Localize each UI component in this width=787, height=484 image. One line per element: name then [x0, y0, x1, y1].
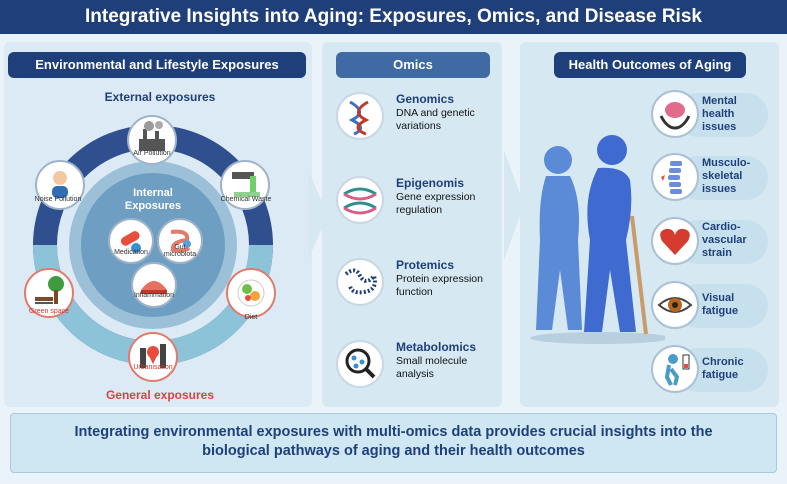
- gut-microbiota-node: [157, 218, 203, 264]
- park-bench-icon: [35, 276, 64, 304]
- outcomes-header: Health Outcomes of Aging: [554, 52, 746, 78]
- musculoskeletal-label: Musculo-skeletal issues: [702, 157, 751, 195]
- arrow-exposures-to-omics: [308, 170, 328, 260]
- epigenomis-title: Epigenomis: [396, 176, 465, 190]
- omics-header: Omics: [336, 52, 490, 78]
- urbanisation-node: [128, 332, 178, 382]
- urbanisation-label: Urbanisation: [133, 364, 173, 371]
- gut-icon: [170, 229, 191, 253]
- diet-node: [226, 268, 276, 318]
- summary-line-2: biological pathways of aging and their h…: [202, 443, 585, 459]
- elderly-couple-silhouette: [530, 135, 665, 344]
- eye-icon: [651, 281, 699, 329]
- protemics-title: Protemics: [396, 258, 455, 272]
- medication-label: Medication: [114, 249, 148, 256]
- chemical-waste-label: Chemical Waste: [220, 196, 272, 203]
- internal-exposures-label: Internal Exposures: [124, 187, 182, 212]
- air-pollution-node: [127, 115, 177, 165]
- cardiovascular-label: Cardio-vascular strain: [702, 221, 747, 259]
- waste-pipe-icon: [232, 172, 260, 197]
- inflammation-label: Inflammation: [133, 292, 175, 299]
- methylated-dna-icon: [336, 176, 384, 224]
- omic-metabolomics: Metabolomics Small molecule analysis: [336, 340, 496, 392]
- green-space-node: [24, 268, 74, 318]
- factory-smoke-icon: [139, 121, 165, 151]
- protein-chain-icon: [336, 258, 384, 306]
- air-pollution-label: Air Pollution: [133, 150, 171, 157]
- diet-label: Diet: [244, 314, 258, 321]
- mental-health-label: Mental health issues: [702, 95, 737, 133]
- summary-line-1: Integrating environmental exposures with…: [74, 424, 713, 440]
- omic-protemics: Protemics Protein expression function: [336, 258, 496, 310]
- molecule-magnifier-icon: [336, 340, 384, 388]
- exposures-header: Environmental and Lifestyle Exposures: [8, 52, 306, 78]
- tired-person-icon: [651, 345, 699, 393]
- brain-hands-icon: [651, 90, 699, 138]
- general-exposures-label: General exposures: [105, 388, 215, 402]
- visual-fatigue-label: Visual fatigue: [702, 292, 739, 317]
- protemics-desc: Protein expression function: [396, 273, 483, 298]
- page-title: Integrative Insights into Aging: Exposur…: [0, 0, 787, 34]
- medication-node: [108, 218, 154, 264]
- metabolomics-desc: Small molecule analysis: [396, 355, 468, 380]
- summary-box: Integrating environmental exposures with…: [10, 413, 777, 473]
- green-space-label: Green space: [28, 308, 70, 315]
- genomics-desc: DNA and genetic variations: [396, 107, 475, 132]
- external-exposures-label: External exposures: [104, 90, 216, 104]
- dna-helix-icon: [336, 92, 384, 140]
- healthy-plate-icon: [237, 279, 265, 307]
- inflammation-icon: [141, 281, 167, 294]
- chronic-fatigue-label: Chronic fatigue: [702, 356, 744, 381]
- metabolomics-title: Metabolomics: [396, 340, 477, 354]
- city-pin-icon: [140, 344, 166, 368]
- arrow-omics-to-outcomes: [504, 150, 524, 260]
- noise-pollution-node: [35, 160, 85, 210]
- genomics-title: Genomics: [396, 92, 455, 106]
- pills-icon: [120, 231, 141, 253]
- gut-microbiota-label: Gut microbiota: [163, 244, 197, 258]
- inflammation-node: [131, 262, 177, 308]
- omic-epigenomis: Epigenomis Gene expression regulation: [336, 176, 496, 228]
- chemical-waste-node: [220, 160, 270, 210]
- epigenomis-desc: Gene expression regulation: [396, 191, 476, 216]
- spine-icon: [651, 153, 699, 201]
- noise-pollution-label: Noise Pollution: [34, 196, 82, 203]
- heart-icon: [651, 217, 699, 265]
- stressed-person-icon: [52, 171, 68, 198]
- omic-genomics: Genomics DNA and genetic variations: [336, 92, 496, 144]
